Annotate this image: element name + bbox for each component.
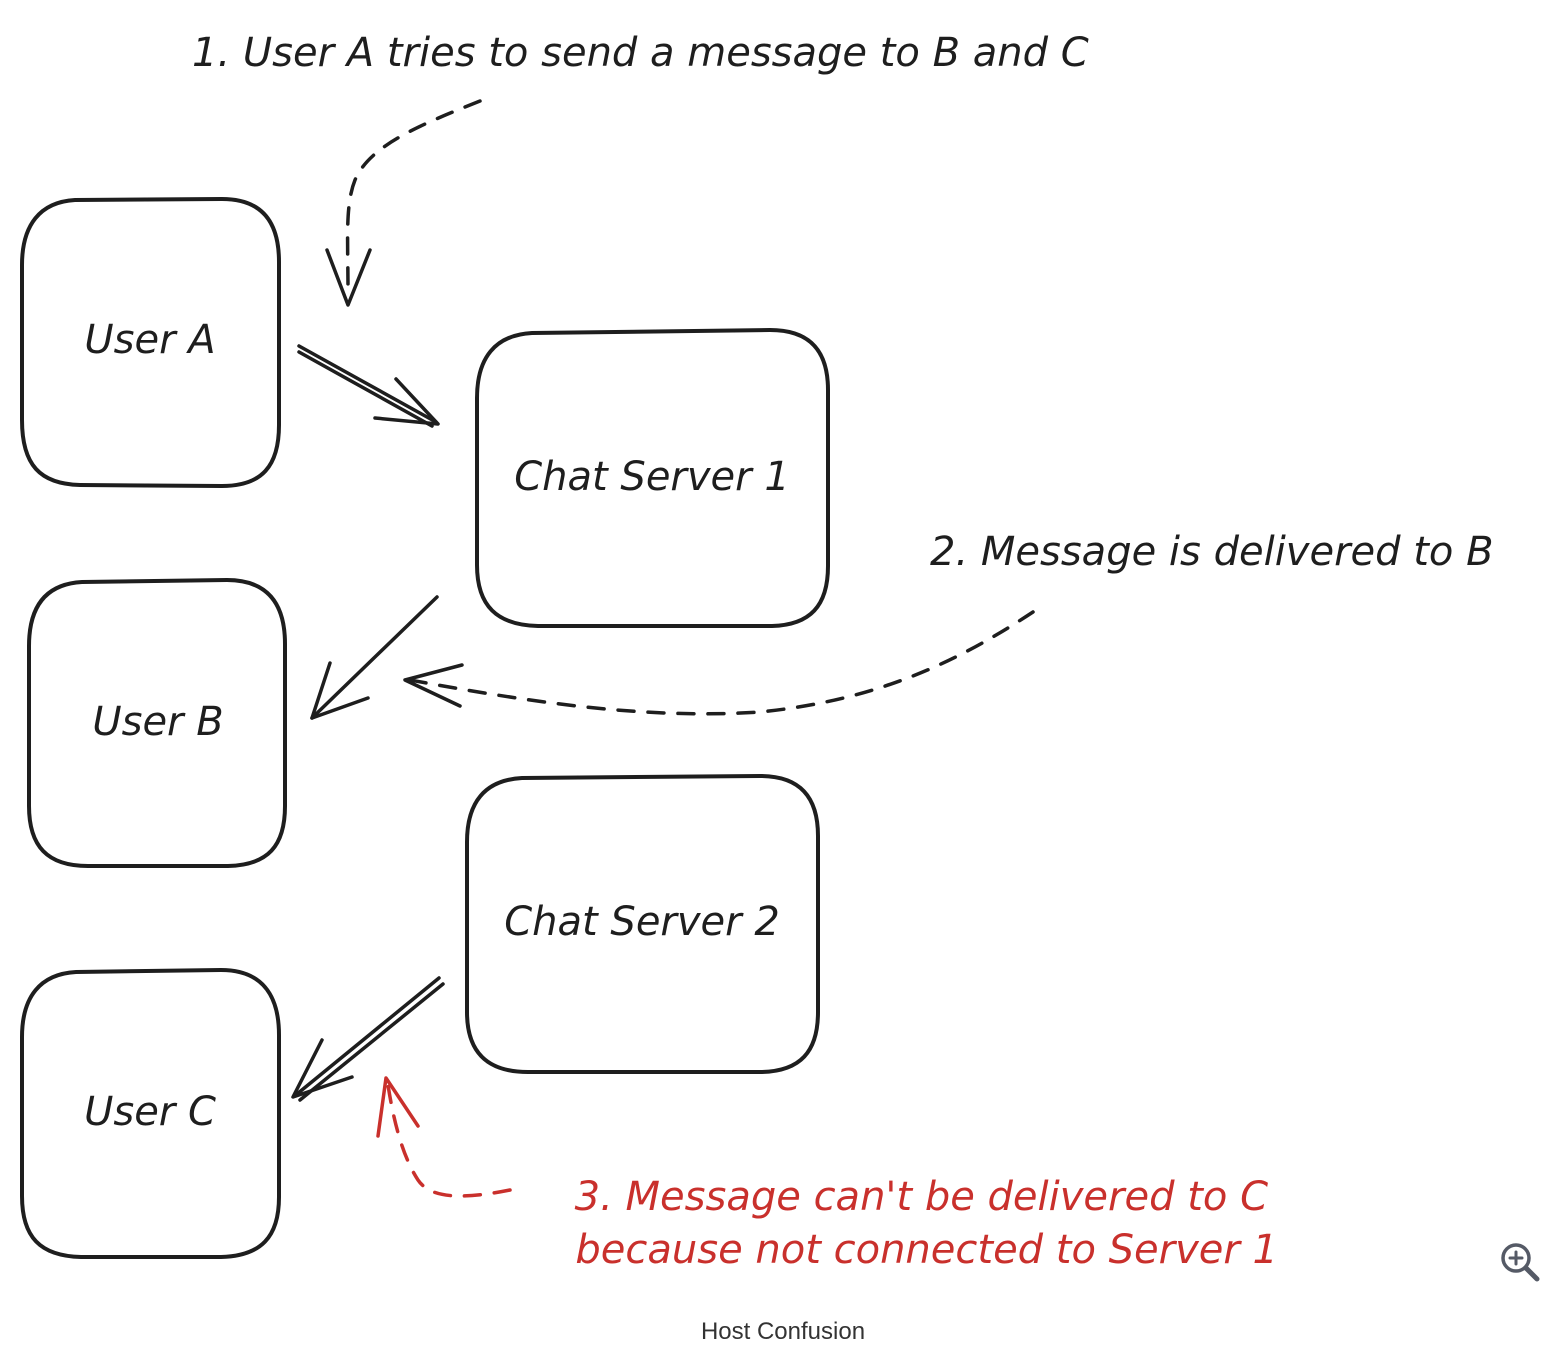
node-user-a: User A [20,197,281,488]
figure-caption: Host Confusion [700,1318,866,1345]
annotation-step-3-line-2: because not connected to Server 1 [575,1227,1278,1273]
node-user-b: User B [27,578,287,868]
annotation-step-1: 1. User A tries to send a message to B a… [192,30,1089,76]
node-user-c-label: User C [84,1089,216,1135]
node-user-c: User C [20,968,281,1259]
node-chat-server-1-label: Chat Server 1 [514,454,790,500]
annotation-step-2: 2. Message is delivered to B [930,529,1494,575]
node-user-b-label: User B [92,699,223,745]
node-chat-server-1: Chat Server 1 [475,328,830,628]
arrow-step3-dashed [376,1076,512,1198]
diagram-canvas: User A Chat Server 1 User B Chat Server … [20,30,1494,1273]
arrow-user-a-to-server-1 [297,344,440,428]
zoom-in-icon[interactable] [1496,1238,1544,1286]
node-chat-server-2: Chat Server 2 [465,774,820,1074]
node-chat-server-2-label: Chat Server 2 [504,899,780,945]
annotation-step-3-line-1: 3. Message can't be delivered to C [575,1174,1268,1220]
arrow-step1-dashed [325,99,482,307]
arrow-step2-dashed [403,610,1035,716]
node-user-a-label: User A [84,317,215,363]
arrow-server-1-to-user-b [310,595,439,720]
arrow-server-2-to-user-c [291,976,445,1102]
